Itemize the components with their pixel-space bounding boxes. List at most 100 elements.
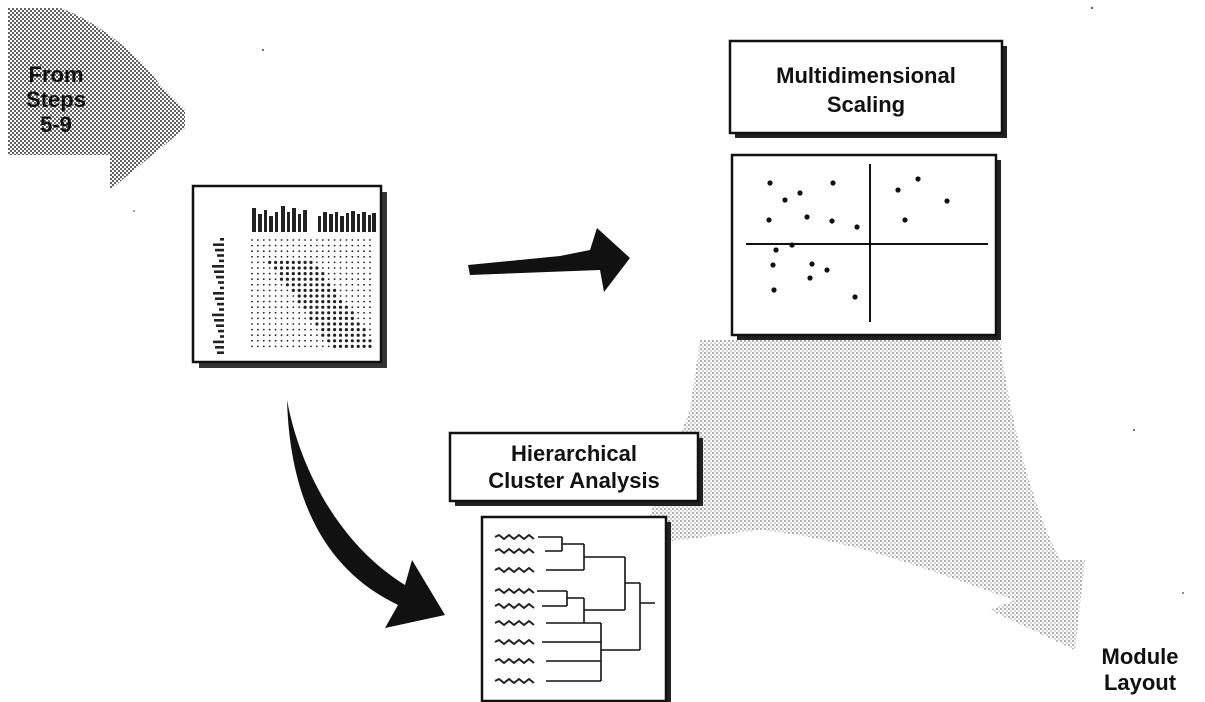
mds-title-line2: Scaling bbox=[827, 92, 905, 117]
matrix-dot bbox=[327, 294, 331, 298]
matrix-dot bbox=[339, 239, 342, 241]
matrix-dot bbox=[350, 328, 354, 332]
matrix-dot bbox=[292, 328, 295, 331]
matrix-dot bbox=[286, 255, 289, 258]
matrix-dot bbox=[333, 316, 337, 320]
matrix-row-label bbox=[219, 259, 224, 263]
matrix-dot bbox=[344, 344, 348, 348]
matrix-dot bbox=[268, 255, 271, 258]
matrix-dot bbox=[333, 267, 336, 269]
matrix-dot bbox=[251, 306, 253, 309]
matrix-dot bbox=[251, 295, 253, 297]
matrix-dot bbox=[316, 239, 318, 241]
matrix-row-label bbox=[219, 308, 224, 311]
matrix-dot bbox=[309, 283, 313, 287]
matrix-dot bbox=[297, 288, 301, 292]
matrix-dot bbox=[363, 239, 365, 241]
matrix-dot bbox=[274, 239, 277, 241]
matrix-dot bbox=[363, 295, 365, 297]
matrix-row-label bbox=[216, 324, 224, 327]
matrix-dot bbox=[357, 300, 360, 303]
matrix-dot bbox=[262, 244, 265, 247]
matrix-dot bbox=[286, 328, 289, 331]
matrix-dot bbox=[292, 345, 295, 348]
matrix-row-label bbox=[216, 275, 224, 279]
matrix-dot bbox=[274, 300, 277, 303]
matrix-dot bbox=[303, 305, 307, 309]
matrix-dot bbox=[327, 239, 330, 241]
matrix-dot bbox=[280, 323, 283, 325]
matrix-dot bbox=[363, 306, 365, 309]
matrix-dot bbox=[262, 345, 265, 348]
matrix-dot bbox=[310, 339, 312, 342]
matrix-dot bbox=[274, 278, 277, 281]
matrix-dot bbox=[286, 289, 289, 292]
matrix-dot bbox=[268, 260, 272, 264]
matrix-dot bbox=[309, 266, 313, 270]
matrix-dot bbox=[268, 300, 271, 303]
matrix-dot bbox=[298, 345, 301, 348]
matrix-dot bbox=[316, 261, 318, 264]
matrix-row-label bbox=[214, 319, 224, 322]
matrix-row-label bbox=[217, 351, 224, 354]
matrix-dot bbox=[327, 300, 331, 304]
matrix-dot bbox=[321, 316, 325, 320]
matrix-dot bbox=[268, 323, 271, 325]
matrix-dot bbox=[327, 267, 330, 269]
matrix-dot bbox=[321, 244, 324, 247]
matrix-dot bbox=[291, 272, 295, 276]
matrix-dot bbox=[298, 323, 301, 325]
matrix-dot bbox=[262, 323, 265, 325]
matrix-dot bbox=[286, 334, 289, 337]
matrix-dot bbox=[298, 250, 301, 253]
mds-points bbox=[766, 176, 950, 300]
matrix-dot bbox=[333, 239, 336, 241]
matrix-dot bbox=[309, 277, 313, 281]
matrix-row-label bbox=[214, 270, 224, 273]
matrix-dot bbox=[344, 322, 348, 326]
matrix-dot bbox=[251, 278, 253, 281]
matrix-dot bbox=[274, 283, 277, 286]
matrix-dot bbox=[321, 333, 325, 337]
matrix-dot bbox=[310, 244, 312, 247]
matrix-dot bbox=[315, 266, 319, 270]
matrix-dot bbox=[363, 289, 365, 292]
matrix-dot bbox=[309, 311, 313, 315]
matrix-dot bbox=[285, 277, 289, 281]
matrix-dot bbox=[321, 311, 325, 315]
matrix-dot bbox=[304, 334, 306, 337]
matrix-dot bbox=[285, 260, 289, 264]
matrix-dot bbox=[292, 250, 295, 253]
matrix-dot bbox=[333, 333, 337, 337]
matrix-dot bbox=[369, 283, 371, 286]
matrix-dot bbox=[321, 305, 325, 309]
matrix-dot bbox=[279, 266, 284, 270]
mds-point bbox=[830, 180, 836, 186]
matrix-dot bbox=[285, 266, 289, 270]
matrix-dot bbox=[262, 334, 265, 337]
matrix-dot bbox=[351, 289, 354, 292]
matrix-dot bbox=[357, 289, 360, 292]
matrix-dot bbox=[268, 334, 271, 337]
mds-title-box: Multidimensional Scaling bbox=[728, 39, 1007, 138]
matrix-dot bbox=[286, 323, 289, 325]
matrix-dot bbox=[274, 250, 277, 253]
matrix-dot bbox=[339, 283, 342, 286]
matrix-row-label bbox=[220, 286, 224, 290]
matrix-dot bbox=[291, 277, 295, 281]
matrix-dot bbox=[344, 333, 348, 337]
matrix-dot bbox=[268, 283, 271, 286]
matrix-dot bbox=[286, 345, 289, 348]
matrix-dot bbox=[304, 311, 306, 314]
matrix-dot bbox=[297, 283, 301, 287]
matrix-dot bbox=[292, 239, 295, 241]
matrix-dot bbox=[369, 289, 371, 292]
matrix-dot bbox=[280, 244, 283, 247]
matrix-dot bbox=[338, 311, 343, 315]
matrix-row-label bbox=[215, 346, 224, 349]
matrix-dot bbox=[363, 267, 365, 269]
matrix-dot bbox=[339, 289, 342, 292]
matrix-dot bbox=[257, 317, 259, 320]
matrix-dot bbox=[327, 339, 331, 343]
matrix-dot bbox=[327, 250, 330, 253]
